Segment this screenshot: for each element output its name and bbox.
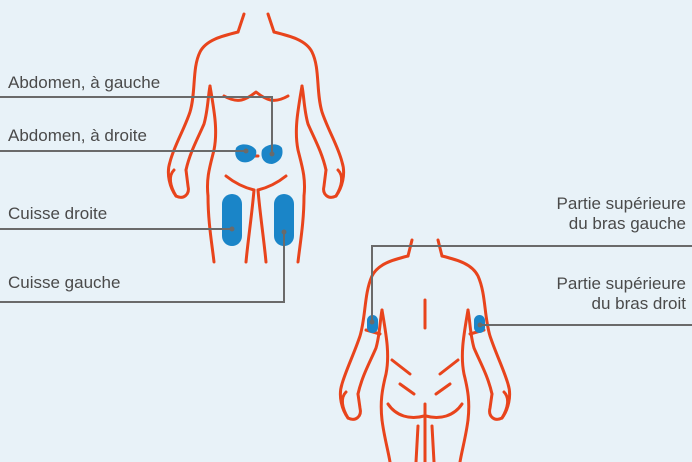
- front-body-figure: [168, 14, 343, 262]
- back-left-arm-outer: [340, 256, 408, 418]
- back-right-arm-outer: [442, 256, 510, 418]
- label-upper-arm-left-line2: du bras gauche: [557, 214, 686, 234]
- label-abdomen-right: Abdomen, à droite: [8, 126, 147, 146]
- front-groin-left: [226, 176, 254, 190]
- dot-upper-arm-left: [370, 320, 375, 325]
- front-neck-right: [268, 14, 274, 32]
- dot-abdomen-right: [244, 149, 249, 154]
- dot-thigh-left: [282, 230, 287, 235]
- label-upper-arm-right: Partie supérieure du bras droit: [557, 274, 686, 314]
- front-right-leg-inner: [258, 190, 266, 262]
- back-right-hand: [490, 392, 508, 419]
- front-right-arm-outer: [274, 32, 344, 196]
- front-right-arm-inner: [302, 86, 326, 170]
- leader-endpoints: [230, 149, 483, 328]
- front-neck-left: [238, 14, 244, 32]
- label-abdomen-left: Abdomen, à gauche: [8, 73, 160, 93]
- back-lower-left: [400, 384, 414, 394]
- back-left-hand: [342, 392, 360, 419]
- thigh-right-site: [222, 194, 242, 246]
- front-right-leg-outer: [298, 196, 304, 262]
- label-upper-arm-left: Partie supérieure du bras gauche: [557, 194, 686, 234]
- back-right-leg-inner: [432, 426, 434, 462]
- back-right-leg-outer: [460, 420, 468, 462]
- label-upper-arm-right-line2: du bras droit: [557, 294, 686, 314]
- front-groin-right: [258, 176, 286, 190]
- back-lower-right: [436, 384, 450, 394]
- back-buttocks-right: [426, 404, 462, 418]
- front-right-hand: [324, 170, 342, 197]
- front-left-hand: [170, 170, 188, 197]
- front-left-arm-inner: [186, 86, 210, 170]
- label-thigh-right: Cuisse droite: [8, 204, 107, 224]
- back-waist-left: [392, 360, 410, 374]
- front-left-leg-inner: [246, 190, 254, 262]
- front-left-arm-outer: [168, 32, 238, 196]
- label-upper-arm-left-line1: Partie supérieure: [557, 194, 686, 214]
- dot-abdomen-left: [270, 152, 275, 157]
- back-neck-right: [438, 240, 442, 256]
- back-waist-right: [440, 360, 458, 374]
- back-neck-left: [408, 240, 412, 256]
- back-body-figure: [340, 240, 509, 462]
- label-upper-arm-right-line1: Partie supérieure: [557, 274, 686, 294]
- back-left-leg-inner: [416, 426, 418, 462]
- back-left-leg-outer: [382, 420, 390, 462]
- dot-thigh-right: [230, 227, 235, 232]
- back-buttocks-left: [388, 404, 424, 418]
- dot-upper-arm-right: [478, 323, 483, 328]
- label-thigh-left: Cuisse gauche: [8, 273, 120, 293]
